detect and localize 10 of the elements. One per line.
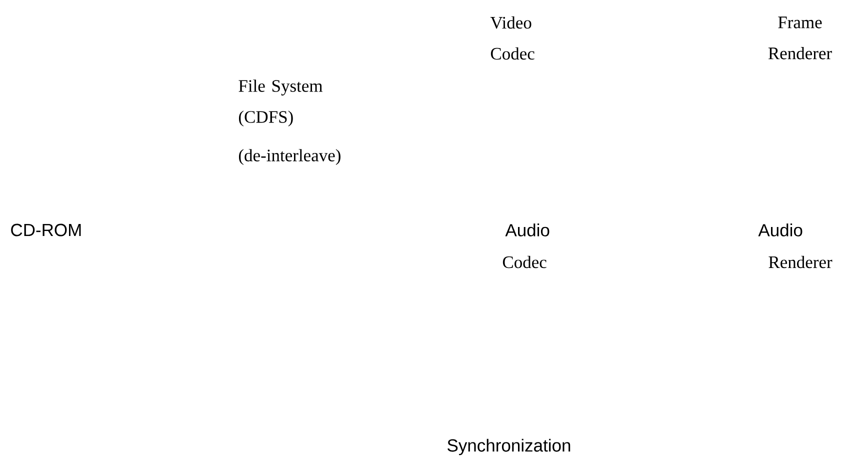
label-text: Codec bbox=[502, 256, 546, 268]
label-text: CD-ROM bbox=[11, 224, 81, 236]
label-text: Frame Renderer bbox=[768, 16, 832, 60]
label-text: File System (CDFS) bbox=[238, 80, 323, 126]
label-text: Audio bbox=[758, 224, 802, 236]
label-text: Audio bbox=[505, 224, 550, 236]
label-text: Synchronization bbox=[448, 438, 570, 456]
label-text: (de-interleave) bbox=[238, 149, 340, 165]
label-text: Renderer bbox=[768, 256, 832, 268]
label-text: Video Codec bbox=[490, 16, 534, 60]
